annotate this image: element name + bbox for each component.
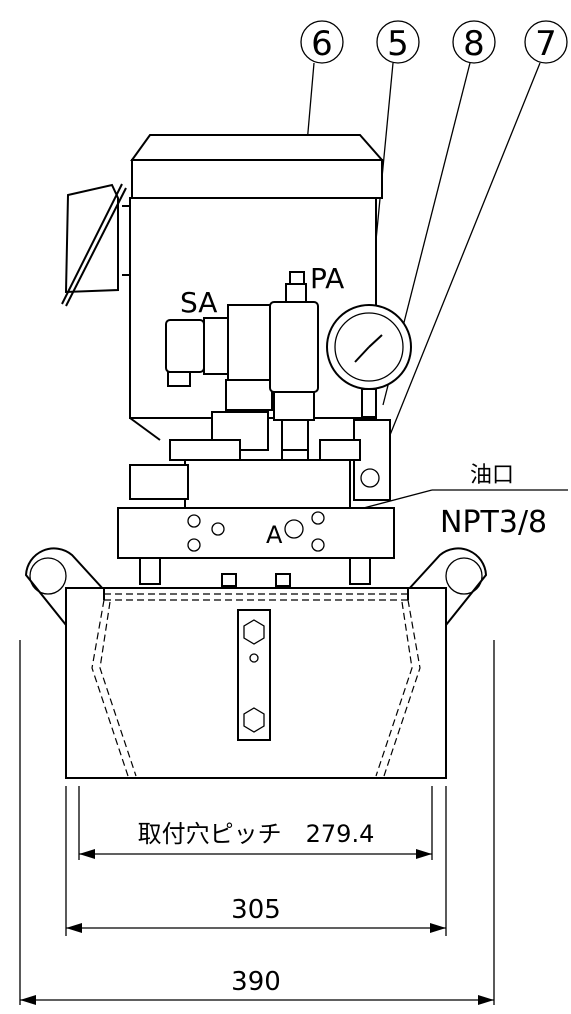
callout-8-label: 8 (463, 24, 485, 64)
callout-5: 5 (376, 20, 420, 64)
base-width-dimension: 305 (231, 895, 281, 925)
level-gauge (237, 609, 271, 741)
valve-block (129, 411, 361, 509)
oil-port-label: 油口 (470, 463, 514, 488)
dimension-lines: 取付穴ピッチ 279.4 305 390 (19, 640, 495, 1005)
callout-8: 8 (452, 20, 496, 64)
callout-7-label: 7 (535, 24, 557, 64)
mounting-pitch-dimension: 取付穴ピッチ 279.4 (138, 820, 375, 848)
side-cover (61, 183, 130, 307)
callout-5-label: 5 (387, 24, 409, 64)
pressure-gauge (326, 304, 412, 501)
sa-solenoid: SA (165, 286, 273, 440)
port-a-label: A (266, 521, 283, 549)
callout-6-label: 6 (311, 24, 333, 64)
callout-balloons: 6 5 8 7 (300, 20, 568, 64)
callout-6: 6 (300, 20, 344, 64)
tank-base (24, 547, 488, 779)
spacers (139, 557, 371, 587)
oil-port-spec: NPT3/8 (440, 505, 547, 540)
callout-7: 7 (524, 20, 568, 64)
oil-port-annotation: 油口 NPT3/8 (440, 463, 547, 540)
overall-width-dimension: 390 (231, 967, 281, 997)
pa-label: PA (310, 262, 344, 295)
sa-label: SA (180, 286, 217, 319)
manifold-block: A (117, 507, 395, 559)
